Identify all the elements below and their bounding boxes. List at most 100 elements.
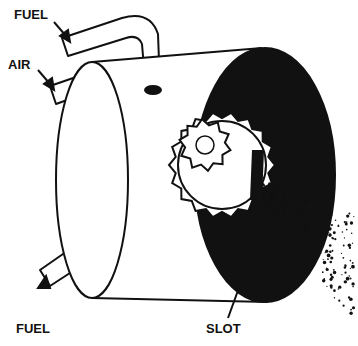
spray-droplet	[282, 197, 284, 199]
spray-droplet	[266, 190, 268, 192]
spray-droplet	[273, 187, 275, 189]
spray-droplet	[284, 194, 286, 196]
spray-droplet	[312, 219, 315, 222]
spray-droplet	[346, 229, 348, 231]
arrow-head	[38, 276, 50, 288]
spray-droplet	[334, 238, 336, 240]
spray-droplet	[307, 238, 309, 240]
spray-droplet	[269, 190, 271, 192]
spray-droplet	[283, 217, 286, 220]
spray-droplet	[319, 230, 321, 232]
spray-droplet	[301, 199, 305, 203]
spray-droplet	[344, 264, 346, 266]
spray-droplet	[287, 189, 289, 191]
spray-droplet	[286, 204, 288, 206]
hub	[196, 136, 214, 154]
spray-droplet	[318, 207, 320, 209]
spray-droplet	[270, 208, 272, 210]
spray-droplet	[305, 241, 307, 243]
spray-droplet	[261, 189, 263, 191]
back-end	[56, 62, 128, 298]
spray-droplet	[352, 286, 354, 288]
spray-droplet	[270, 192, 271, 193]
spray-droplet	[270, 197, 271, 198]
spray-droplet	[283, 190, 285, 192]
spray-droplet	[353, 216, 354, 217]
spray-droplet	[338, 286, 341, 289]
spray-droplet	[303, 205, 305, 207]
spray-droplet	[352, 306, 355, 309]
spray-droplet	[350, 268, 351, 269]
spray-droplet	[297, 208, 300, 211]
spray-droplet	[306, 214, 307, 215]
spray-droplet	[322, 271, 324, 273]
spray-droplet	[318, 220, 320, 222]
spray-droplet	[283, 215, 285, 217]
spray-droplet	[284, 205, 287, 208]
spray-droplet	[341, 253, 342, 254]
spray-droplet	[301, 247, 304, 250]
spray-droplet	[293, 201, 295, 203]
spray-droplet	[277, 188, 279, 190]
spray-droplet	[310, 219, 311, 220]
spray-droplet	[261, 199, 264, 202]
spray-droplet	[287, 217, 290, 220]
spray-droplet	[335, 220, 337, 222]
spray-droplet	[346, 214, 349, 217]
part-label: FUEL	[16, 322, 50, 335]
spray-droplet	[276, 213, 279, 216]
slot	[250, 150, 264, 200]
spray-droplet	[331, 224, 333, 226]
spray-droplet	[302, 254, 306, 258]
spray-droplet	[330, 284, 333, 287]
leader-line	[228, 285, 240, 318]
spray-droplet	[275, 216, 278, 219]
spray-droplet	[298, 211, 301, 214]
spray-droplet	[333, 269, 335, 271]
spray-droplet	[269, 200, 273, 204]
spray-droplet	[344, 266, 347, 269]
spray-droplet	[265, 203, 269, 207]
spray-droplet	[328, 213, 330, 215]
spray-droplet	[323, 225, 325, 227]
spray-droplet	[312, 211, 315, 214]
spray-droplet	[322, 279, 325, 282]
spray-droplet	[322, 241, 323, 242]
spray-droplet	[346, 277, 350, 281]
arrow-head	[60, 30, 70, 42]
spray-droplet	[325, 252, 326, 253]
spray-droplet	[313, 233, 315, 235]
spray-droplet	[293, 212, 296, 215]
spray-droplet	[288, 222, 291, 225]
spray-droplet	[323, 259, 324, 260]
spray-droplet	[333, 231, 336, 234]
spray-droplet	[328, 232, 329, 233]
spray-droplet	[314, 245, 316, 247]
spray-droplet	[325, 250, 328, 253]
spray-droplet	[342, 231, 344, 233]
pipe-end	[145, 86, 161, 94]
spray-droplet	[344, 280, 347, 283]
spray-droplet	[306, 200, 308, 202]
spray-droplet	[304, 249, 305, 250]
spray-droplet	[289, 191, 292, 194]
spray-droplet	[317, 229, 318, 230]
spray-droplet	[269, 186, 271, 188]
spray-droplet	[276, 184, 279, 187]
spray-droplet	[334, 297, 335, 298]
spray-droplet	[269, 204, 273, 208]
spray-droplet	[292, 241, 295, 244]
spray-droplet	[331, 214, 333, 216]
spray-droplet	[273, 184, 276, 187]
spray-droplet	[304, 223, 306, 225]
spray-droplet	[326, 286, 327, 287]
spray-droplet	[293, 218, 295, 220]
spray-droplet	[333, 271, 336, 274]
spray-droplet	[322, 207, 325, 210]
spray-droplet	[322, 231, 325, 234]
spray-droplet	[273, 193, 276, 196]
spray-droplet	[328, 233, 332, 237]
spray-droplet	[307, 249, 309, 251]
spray-droplet	[303, 213, 307, 217]
